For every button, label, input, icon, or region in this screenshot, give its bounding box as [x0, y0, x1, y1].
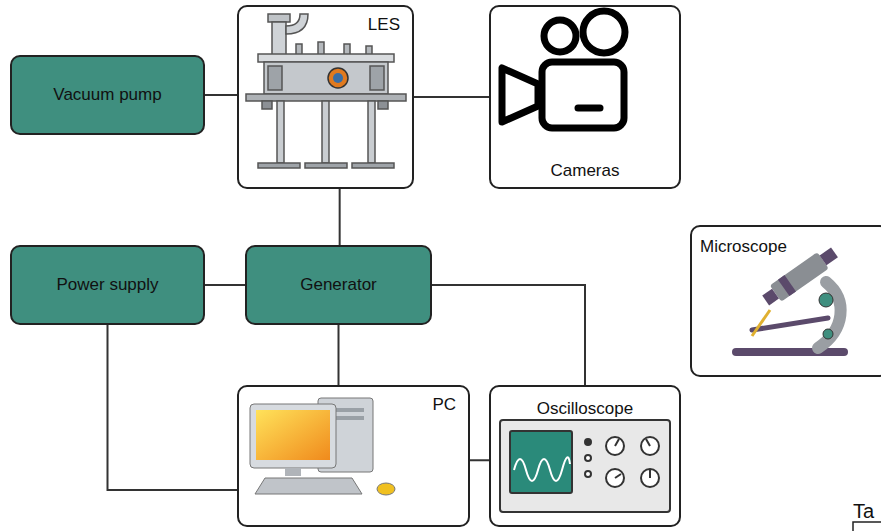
les-apparatus — [246, 14, 406, 168]
device-box: LES — [237, 5, 414, 189]
waveform — [514, 457, 570, 481]
knob-mark — [615, 474, 621, 478]
connector-line — [338, 325, 340, 385]
viewport — [328, 68, 348, 88]
slide — [752, 310, 770, 336]
node-label: Power supply — [56, 275, 158, 295]
indicator — [585, 439, 591, 445]
reel — [544, 20, 576, 52]
connector-line — [339, 189, 341, 245]
connector-line — [470, 459, 489, 461]
process-box: Power supply — [10, 245, 205, 325]
knob-mark — [649, 470, 651, 478]
indicator — [585, 455, 591, 461]
viewport-glass — [333, 73, 343, 83]
connector-line — [205, 284, 245, 286]
table-frame — [853, 522, 881, 531]
leg — [277, 101, 284, 163]
node-label: Microscope — [700, 237, 787, 257]
vacuum-port — [272, 22, 286, 56]
knob — [641, 437, 659, 455]
node-label: Vacuum pump — [53, 85, 161, 105]
monitor-stand — [285, 468, 301, 476]
knob — [641, 469, 659, 487]
foot — [258, 163, 300, 168]
node-label: Cameras — [551, 161, 620, 181]
foot — [352, 163, 394, 168]
oscilloscope-icon — [500, 420, 670, 512]
connector-line — [414, 96, 489, 98]
microscope-base — [732, 348, 848, 356]
microscope-arm — [818, 282, 841, 348]
focus-knob — [819, 293, 833, 307]
leg — [322, 101, 329, 163]
chamber-body — [264, 62, 388, 94]
top-plate — [258, 54, 394, 62]
camera-body — [542, 62, 624, 128]
device-box: Oscilloscope — [489, 385, 681, 527]
side-block — [268, 66, 282, 90]
eyepiece — [820, 247, 838, 265]
node-label: Oscilloscope — [537, 399, 633, 419]
side-block — [370, 66, 384, 90]
device-box: Microscope — [690, 225, 881, 377]
objective — [762, 289, 779, 306]
pipe-elbow — [286, 14, 308, 34]
device-box: Cameras — [489, 5, 681, 189]
bolt — [262, 101, 272, 109]
table-plate — [246, 94, 406, 101]
monitor — [250, 404, 336, 468]
foot — [305, 163, 347, 168]
knob-mark — [615, 439, 619, 446]
camera-lens — [502, 68, 538, 122]
knob-mark — [646, 439, 650, 446]
connector-line — [205, 94, 237, 96]
mouse — [377, 483, 395, 495]
device-box: PC — [237, 385, 470, 527]
bolt — [378, 101, 388, 109]
camera-icon — [502, 11, 625, 128]
node-label: PC — [432, 395, 456, 415]
connector-line — [108, 325, 238, 490]
process-box: Vacuum pump — [10, 55, 205, 135]
knob — [606, 437, 624, 455]
leg — [368, 101, 375, 163]
focus-knob — [823, 329, 833, 339]
scope-body — [500, 420, 670, 512]
microscope-icon — [732, 244, 848, 356]
reel — [583, 11, 625, 53]
node-label: LES — [368, 15, 400, 35]
indicator — [585, 471, 591, 477]
knob — [606, 469, 624, 487]
microscope-tube — [770, 252, 829, 302]
tube-band — [778, 275, 796, 296]
node-label: Generator — [300, 275, 377, 295]
scope-screen — [510, 431, 572, 493]
cut-off-text: Ta — [853, 499, 874, 523]
process-box: Generator — [245, 245, 432, 325]
monitor-screen — [256, 410, 330, 460]
connector-line — [432, 285, 585, 385]
pipe-flange — [268, 14, 290, 22]
camera-slot — [578, 105, 600, 112]
pc-icon — [250, 398, 395, 495]
keyboard — [255, 478, 362, 494]
